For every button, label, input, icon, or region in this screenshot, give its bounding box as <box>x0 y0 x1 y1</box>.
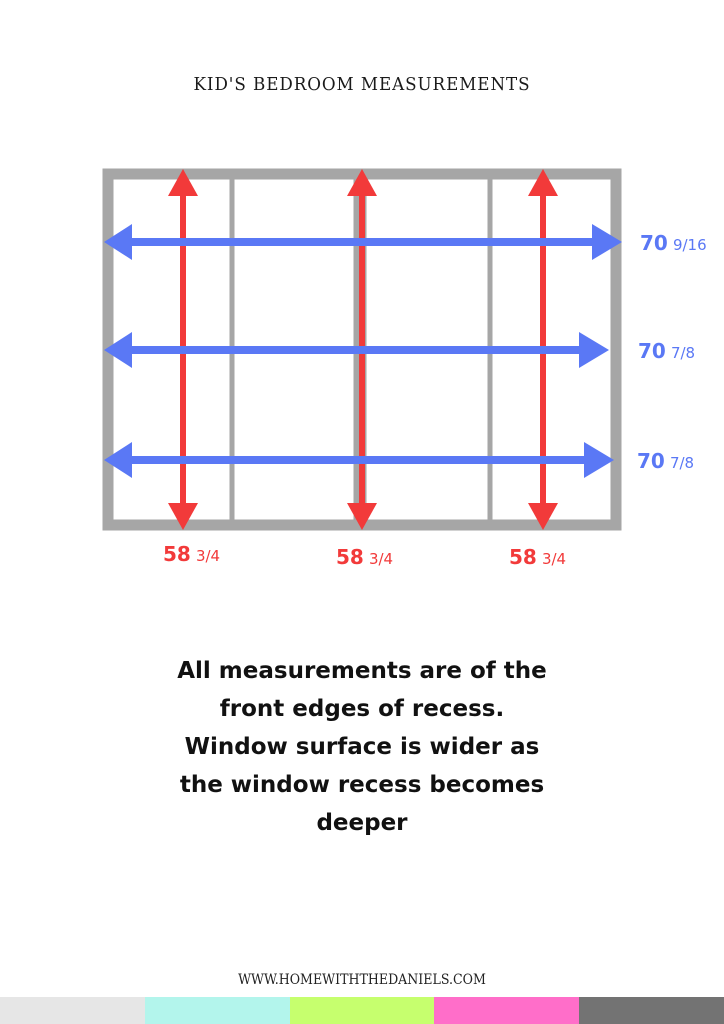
horizontal-arrows <box>104 224 622 478</box>
measurement-note: All measurements are of the front edges … <box>140 652 584 842</box>
horizontal-arrow-top <box>104 224 622 260</box>
stripe-gray <box>0 997 145 1024</box>
width-measurement-bottom-whole: 70 <box>637 449 665 473</box>
note-line: deeper <box>316 810 408 836</box>
height-measurement-left-fraction: 3/4 <box>195 547 221 565</box>
width-measurement-top-fraction: 9/16 <box>672 236 707 254</box>
height-measurement-center: 58 3/4 <box>336 545 393 569</box>
stripe-aqua <box>144 997 290 1024</box>
website-url: WWW.HOMEWITHTHEDANIELS.COM <box>238 972 486 988</box>
horizontal-arrow-bottom <box>104 442 614 478</box>
stripe-lime <box>289 997 435 1024</box>
width-measurement-top-whole: 70 <box>640 231 668 255</box>
note-line: the window recess becomes <box>179 772 545 798</box>
width-measurement-middle-whole: 70 <box>638 339 666 363</box>
height-measurement-center-fraction: 3/4 <box>368 550 394 568</box>
height-measurement-left: 58 3/4 <box>163 542 220 566</box>
width-measurement-bottom-fraction: 7/8 <box>669 454 695 472</box>
width-measurement-top: 70 9/16 <box>640 231 707 255</box>
height-measurement-right-fraction: 3/4 <box>541 550 567 568</box>
note-line: All measurements are of the <box>177 658 547 684</box>
page-title: KID'S BEDROOM MEASUREMENTS <box>193 74 531 95</box>
width-measurement-middle: 70 7/8 <box>638 339 695 363</box>
color-stripe-bar <box>0 997 724 1024</box>
note-line: Window surface is wider as <box>184 734 540 760</box>
height-measurement-left-whole: 58 <box>163 542 191 566</box>
stripe-dark-gray <box>579 997 724 1024</box>
height-measurement-center-whole: 58 <box>336 545 364 569</box>
note-line: front edges of recess. <box>219 696 505 722</box>
height-measurement-right-whole: 58 <box>509 545 537 569</box>
horizontal-arrow-middle <box>104 332 609 368</box>
stripe-pink <box>434 997 580 1024</box>
height-measurement-right: 58 3/4 <box>509 545 566 569</box>
width-measurement-middle-fraction: 7/8 <box>670 344 696 362</box>
width-measurement-bottom: 70 7/8 <box>637 449 694 473</box>
